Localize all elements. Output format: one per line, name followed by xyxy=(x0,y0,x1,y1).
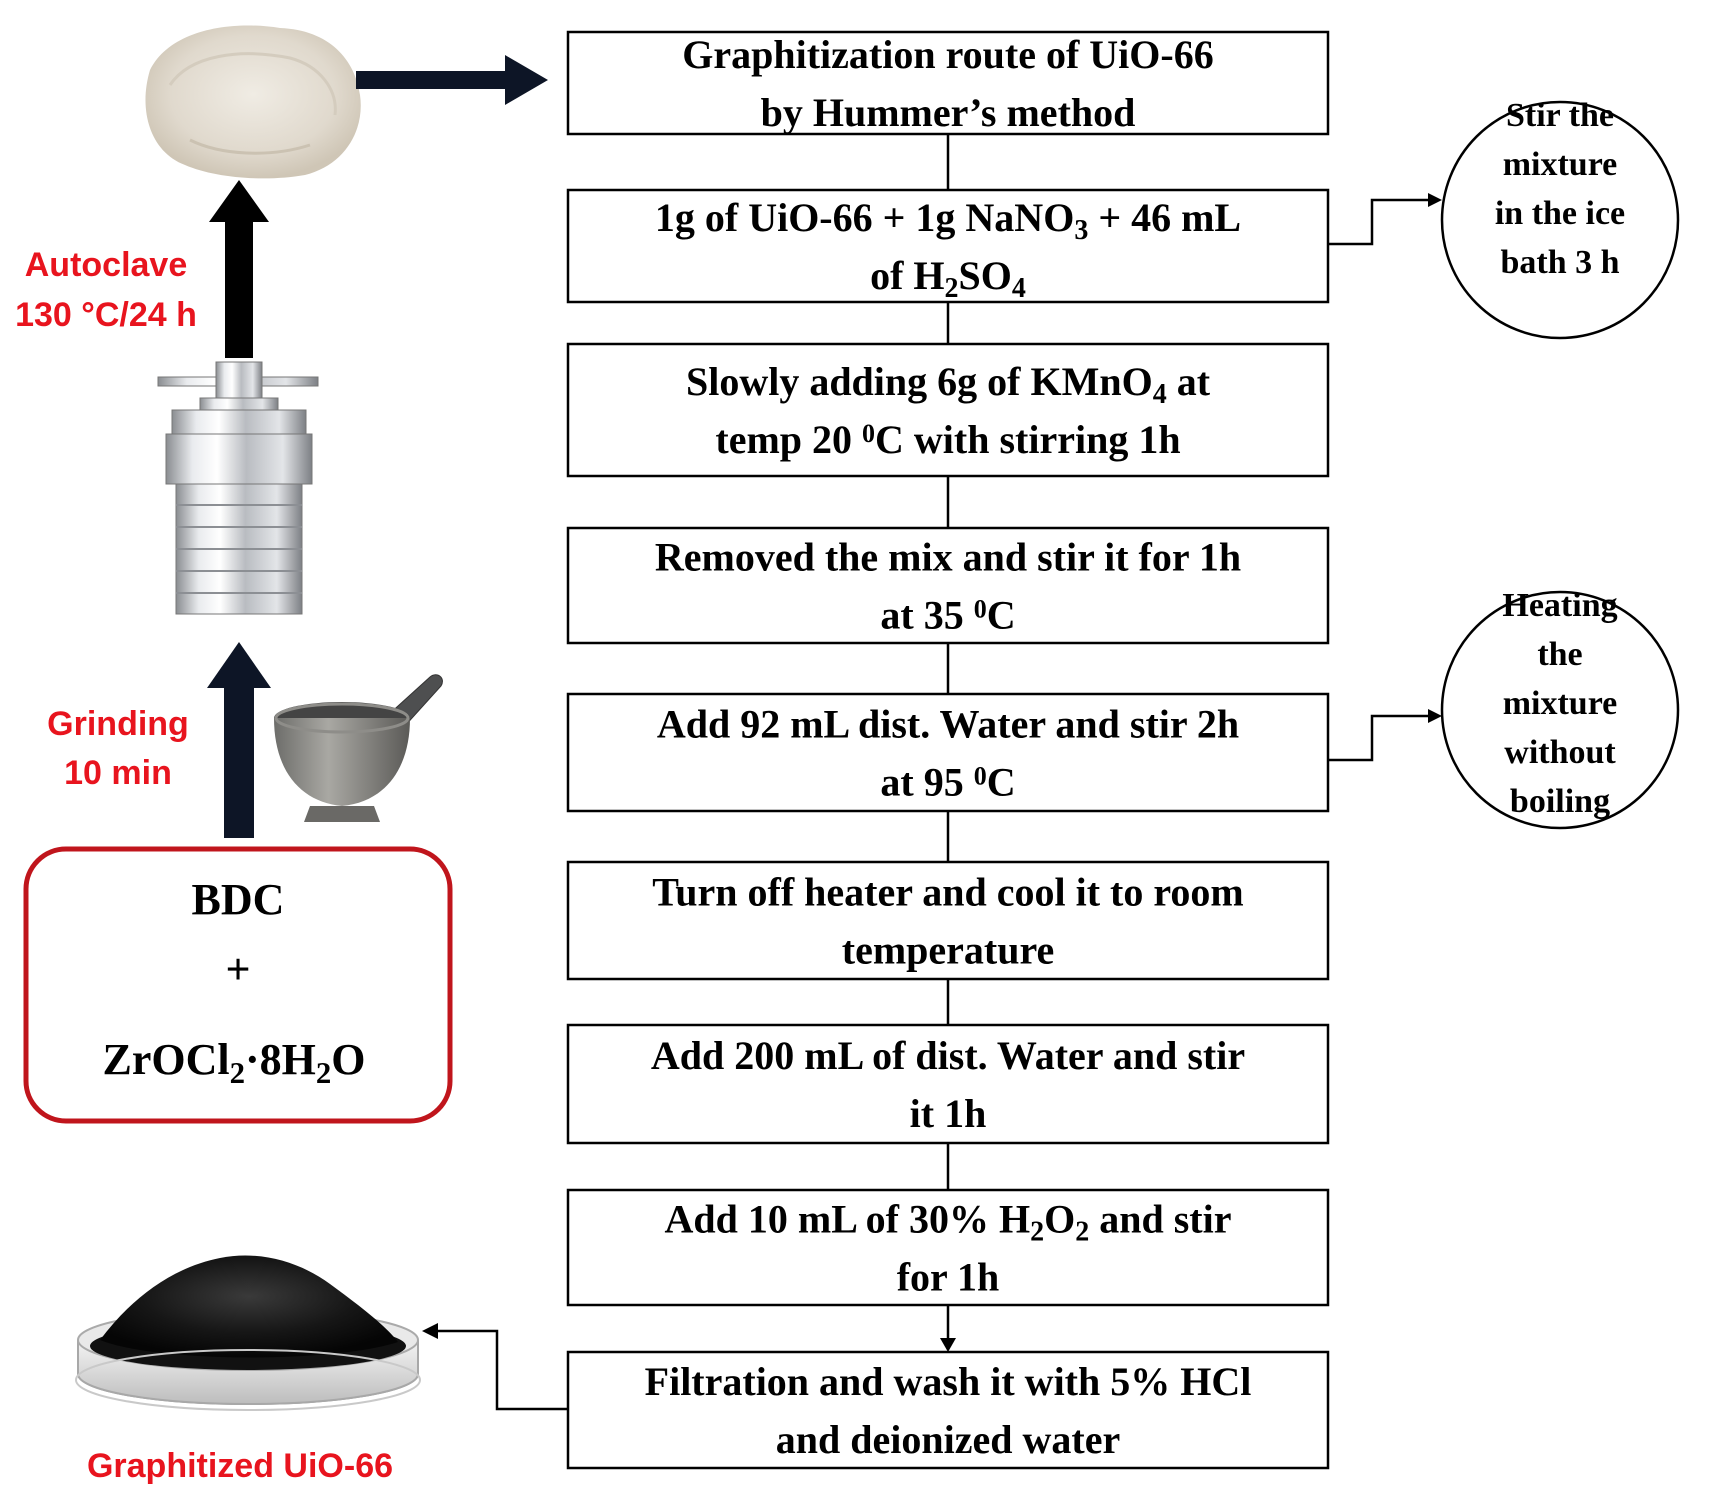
step-8: Add 10 mL of 30% H2O2 and stir for 1h xyxy=(566,1188,1330,1307)
step-9-line-2: and deionized water xyxy=(776,1417,1120,1462)
autoclave-label: Autoclave 130 °C/24 h xyxy=(15,246,197,334)
note-2-line-2: the xyxy=(1537,636,1582,673)
step-8-line-2: for 1h xyxy=(897,1255,1000,1300)
step-box xyxy=(566,342,1330,478)
note-circle xyxy=(1440,100,1680,340)
note-2-line-4: without xyxy=(1504,734,1616,771)
step-box xyxy=(566,692,1330,813)
step-6: Turn off heater and cool it to room tempe… xyxy=(566,860,1330,981)
precursor-zirconium-salt: ZrOCl2·8H2O xyxy=(102,1035,365,1090)
step-box xyxy=(566,1188,1330,1307)
step-4-line-2: at 35 0C xyxy=(880,593,1015,638)
note-arrowhead xyxy=(1428,193,1442,207)
step-6-line-2: temperature xyxy=(842,928,1055,973)
step-1-line-1: Graphitization route of UiO-66 xyxy=(682,32,1213,77)
step-6-line-1: Turn off heater and cool it to room xyxy=(652,870,1243,915)
note-2-line-5: boiling xyxy=(1510,783,1610,820)
step-1-line-2: by Hummer’s method xyxy=(761,90,1136,135)
precursor-box: BDC + ZrOCl2·8H2O xyxy=(23,846,453,1124)
step-5: Add 92 mL dist. Water and stir 2h at 95 0… xyxy=(566,692,1330,813)
precursor-plus: + xyxy=(225,945,250,994)
note-2-line-1: Heating xyxy=(1502,587,1617,624)
svg-text:10 min: 10 min xyxy=(64,754,172,792)
side-note-2: Heating the mixture without boiling xyxy=(1328,587,1680,830)
note-1-line-4: bath 3 h xyxy=(1500,244,1619,281)
step-8-line-1: Add 10 mL of 30% H2O2 and stir xyxy=(665,1197,1232,1248)
step-3-line-1: Slowly adding 6g of KMnO4 at xyxy=(686,359,1211,410)
note-arrowhead xyxy=(1428,709,1442,723)
step-3-line-2: temp 20 0C with stirring 1h xyxy=(715,417,1180,462)
step-2-line-2: of H2SO4 xyxy=(870,253,1026,304)
step-box xyxy=(566,860,1330,981)
step-box xyxy=(566,526,1330,645)
step-2: 1g of UiO-66 + 1g NaNO3 + 46 mL of H2SO4 xyxy=(566,188,1330,304)
side-notes: Stir the mixture in the ice bath 3 h Heating… xyxy=(1328,97,1680,830)
step-5-line-1: Add 92 mL dist. Water and stir 2h xyxy=(657,702,1239,747)
step-7-line-2: it 1h xyxy=(910,1091,987,1136)
grinding-label: Grinding 10 min xyxy=(47,705,189,792)
step-4: Removed the mix and stir it for 1h at 35 … xyxy=(566,526,1330,645)
note-connector xyxy=(1328,198,1432,246)
step-4-line-1: Removed the mix and stir it for 1h xyxy=(655,535,1241,580)
step-box xyxy=(566,1023,1330,1145)
process-steps: Graphitization route of UiO-66 by Hummer’… xyxy=(566,30,1330,1470)
step-2-line-1: 1g of UiO-66 + 1g NaNO3 + 46 mL xyxy=(655,195,1241,246)
svg-text:130 °C/24 h: 130 °C/24 h xyxy=(15,296,197,334)
connector-arrowhead xyxy=(940,1338,956,1352)
step-box xyxy=(566,188,1330,304)
note-1-line-3: in the ice xyxy=(1495,195,1625,232)
step-5-line-2: at 95 0C xyxy=(880,760,1015,805)
step-box xyxy=(566,30,1330,136)
step-7: Add 200 mL of dist. Water and stir it 1h xyxy=(566,1023,1330,1145)
note-2-line-3: mixture xyxy=(1503,685,1618,722)
arrow-to-product xyxy=(422,1323,568,1411)
arrow-to-graphitization xyxy=(356,55,548,105)
note-circle xyxy=(1440,590,1680,830)
step-9-line-1: Filtration and wash it with 5% HCl xyxy=(645,1359,1252,1404)
step-3: Slowly adding 6g of KMnO4 at temp 20 0C w… xyxy=(566,342,1330,478)
step-1: Graphitization route of UiO-66 by Hummer’… xyxy=(566,30,1330,136)
product-label: Graphitized UiO-66 xyxy=(87,1447,393,1485)
step-7-line-1: Add 200 mL of dist. Water and stir xyxy=(651,1033,1245,1078)
black-powder-dish-image xyxy=(75,1255,421,1411)
white-powder-image xyxy=(145,25,361,179)
note-1-line-1: Stir the xyxy=(1506,97,1614,134)
step-connectors xyxy=(940,134,956,1352)
svg-text:Autoclave: Autoclave xyxy=(25,246,188,284)
svg-text:Grinding: Grinding xyxy=(47,705,189,743)
side-note-1: Stir the mixture in the ice bath 3 h xyxy=(1328,97,1680,340)
note-connector xyxy=(1328,714,1432,762)
note-1-line-2: mixture xyxy=(1503,146,1618,183)
arrow-autoclave-to-powder xyxy=(209,180,269,358)
arrow-grinding-to-autoclave xyxy=(207,642,271,838)
mortar-pestle-image xyxy=(274,674,443,822)
step-9: Filtration and wash it with 5% HCl and de… xyxy=(566,1350,1330,1470)
autoclave-image xyxy=(157,361,319,615)
precursor-bdc: BDC xyxy=(192,875,285,924)
